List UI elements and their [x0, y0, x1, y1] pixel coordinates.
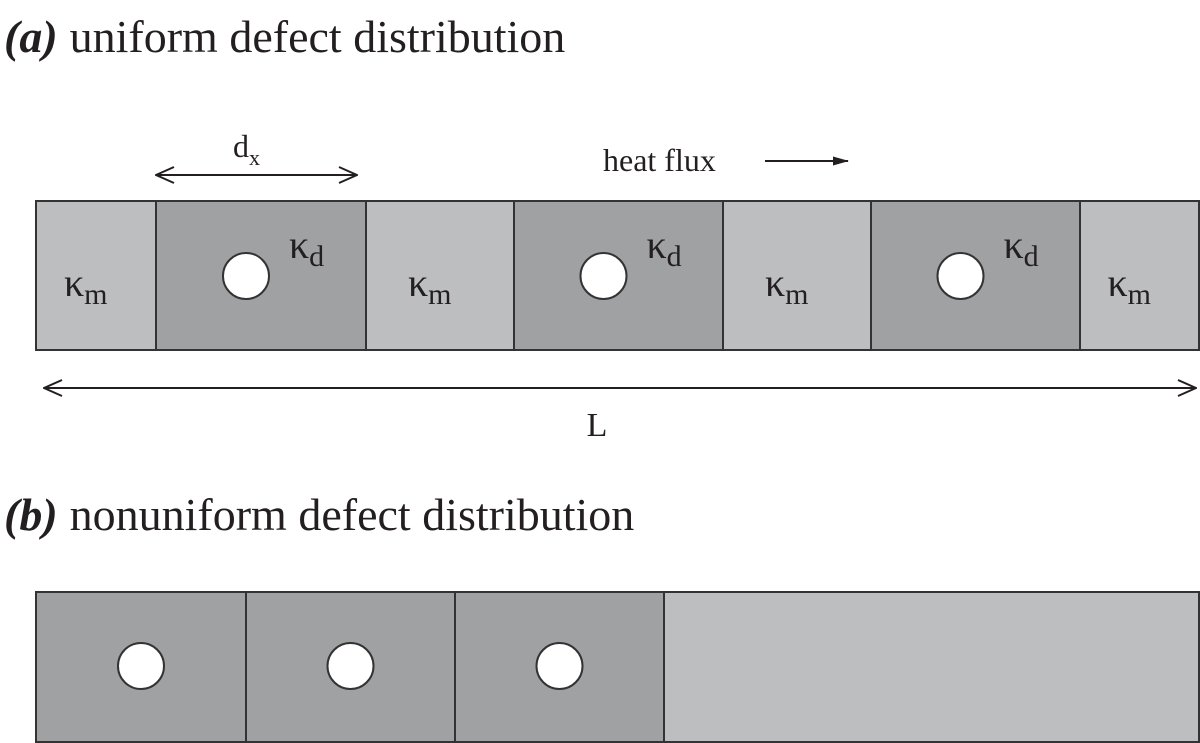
matrix-cell [365, 200, 515, 351]
matrix-cell [35, 200, 157, 351]
strip-b [35, 591, 1200, 743]
defect-hole [579, 252, 628, 300]
heat-flux-label: heat flux [603, 142, 716, 178]
matrix-cell [722, 200, 872, 351]
strip-a: κm κd κm κd κm κd κm [35, 200, 1200, 351]
defect-hole [326, 642, 375, 690]
panel-a-title: (a)uniform defect distribution [4, 11, 565, 62]
defect-hole [117, 642, 165, 690]
matrix-cell [1079, 200, 1200, 351]
kappa-m-label: κm [408, 260, 452, 311]
panel-b-title: (b)nonuniform defect distribution [4, 489, 634, 540]
matrix-region [663, 591, 1200, 743]
panel-b-title-text: nonuniform defect distribution [70, 489, 635, 540]
kappa-m-label: κm [1108, 260, 1152, 311]
kappa-d-label: κd [289, 222, 324, 273]
panel-b-tag: (b) [4, 489, 58, 540]
panel-a-tag: (a) [4, 11, 58, 62]
kappa-m-label: κm [765, 260, 809, 311]
dx-label: dx [233, 128, 260, 170]
defect-hole [222, 252, 270, 300]
defect-hole [535, 642, 584, 690]
kappa-d-label: κd [1004, 222, 1039, 273]
panel-a-title-text: uniform defect distribution [70, 11, 566, 62]
kappa-d-label: κd [647, 222, 682, 273]
defect-hole [936, 252, 985, 300]
length-label: L [587, 407, 608, 444]
kappa-m-label: κm [64, 260, 108, 311]
